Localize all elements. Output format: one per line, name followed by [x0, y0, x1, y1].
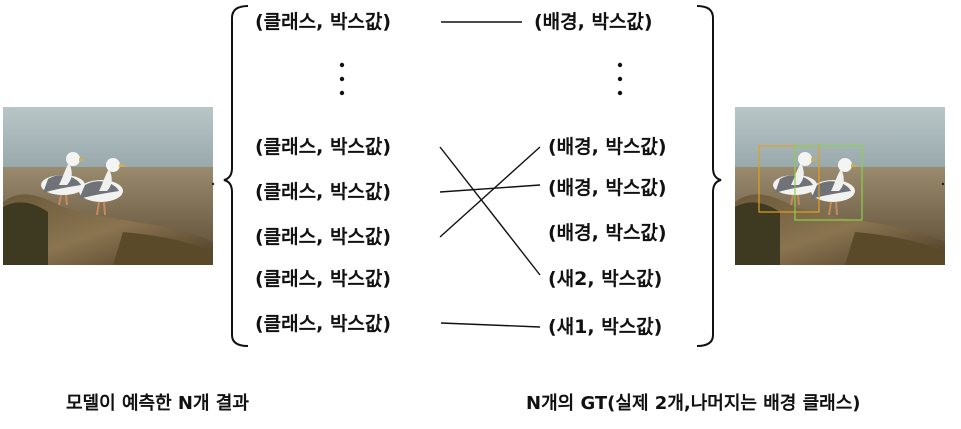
match-line	[439, 146, 541, 276]
prediction-label: (클래스, 박스값)	[255, 136, 392, 158]
left-bracket	[223, 5, 249, 347]
right-bracket	[696, 5, 722, 347]
left-caption: 모델이 예측한 N개 결과	[66, 393, 249, 414]
dot-mark	[211, 182, 215, 186]
gt-box-bird2	[758, 145, 820, 213]
match-line	[439, 146, 541, 238]
prediction-label: (클래스, 박스값)	[255, 11, 392, 33]
gt-photo	[734, 106, 946, 266]
gt-box-bird1	[794, 145, 863, 221]
gt-label: (새2, 박스값)	[548, 268, 663, 290]
gt-label: (배경, 박스값)	[548, 222, 667, 244]
prediction-label: (클래스, 박스값)	[255, 226, 392, 248]
match-line	[440, 322, 541, 328]
gt-label: (배경, 박스값)	[548, 136, 667, 158]
prediction-label: (클래스, 박스값)	[255, 313, 392, 335]
gt-label: (새1, 박스값)	[548, 316, 663, 338]
gt-label: (배경, 박스값)	[534, 11, 653, 33]
input-photo	[2, 106, 214, 266]
left-ellipsis	[339, 62, 345, 96]
matching-lines	[439, 21, 541, 328]
right-caption: N개의 GT(실제 2개,나머지는 배경 클래스)	[526, 393, 861, 414]
prediction-label: (클래스, 박스값)	[255, 181, 392, 203]
dot-mark	[941, 182, 945, 186]
gt-label: (배경, 박스값)	[548, 177, 667, 199]
right-ellipsis	[617, 62, 623, 96]
prediction-label: (클래스, 박스값)	[255, 268, 392, 290]
match-line	[439, 184, 541, 193]
